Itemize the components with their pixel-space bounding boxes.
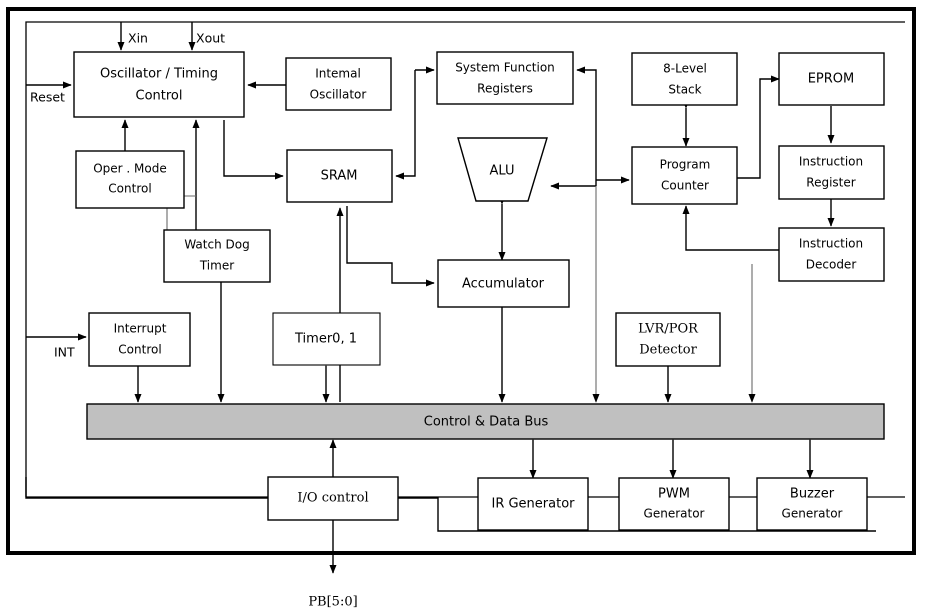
wire-sram-to-accum [346,206,435,287]
wire-io-left [25,477,268,499]
block-buzzer-generator[interactable]: Buzzer Generator [756,477,868,531]
core-inner-boundary [25,21,700,497]
wire-pc-bus-to-sfr [576,66,597,186]
pin-label-xout: Xout [196,31,225,46]
block-label: Stack [668,83,701,97]
block-label: Timer0, 1 [294,332,357,347]
block-eprom[interactable]: EPROM [778,52,885,106]
chip-outer-frame [6,7,916,555]
block-label: Generator [782,507,843,521]
block-label: Counter [661,179,709,193]
block-control-data-bus[interactable]: Control & Data Bus [86,403,885,440]
block-lvr-por-detector[interactable]: LVR/POR Detector [615,312,721,367]
pin-label-reset: Reset [30,90,65,105]
block-watch-dog-timer[interactable]: Watch Dog Timer [163,229,271,283]
block-io-control[interactable]: I/O control [267,476,399,521]
block-interrupt-control[interactable]: Interrupt Control [88,312,191,367]
block-label: PWM [658,487,690,502]
block-instruction-register[interactable]: Instruction Register [778,145,885,200]
block-label: Registers [477,82,533,96]
block-label: Control [108,182,151,196]
block-accumulator[interactable]: Accumulator [437,259,570,308]
block-label: System Function [455,61,555,75]
pin-label-xin: Xin [128,31,148,46]
block-label: Generator [644,507,705,521]
block-label: Buzzer [790,487,835,502]
block-label: Program [660,158,711,172]
block-label: SRAM [321,169,358,184]
block-timer0-1[interactable]: Timer0, 1 [272,312,381,366]
wire-sfr-to-sram [395,70,416,180]
wire-osc-to-sram [223,120,284,180]
block-label: 8-Level [663,62,707,76]
block-label: Watch Dog [184,238,249,252]
block-label: Oper . Mode [93,162,167,176]
block-oper-mode-control[interactable]: Oper . Mode Control [75,150,185,209]
block-label: Control [136,89,183,104]
block-label: IR Generator [491,497,575,512]
block-label: Detector [639,343,697,358]
block-label: LVR/POR [638,322,699,337]
block-label: ALU [489,164,514,179]
block-sram[interactable]: SRAM [286,149,393,203]
block-ir-generator[interactable]: IR Generator [477,477,589,531]
block-label: Accumulator [462,277,545,292]
block-label: Oscillator / Timing [100,67,218,82]
wire-io-right-step [398,497,876,532]
block-label: Interrupt [114,322,167,336]
block-label: Decoder [806,258,857,272]
bus-label: Control & Data Bus [424,415,549,430]
block-internal-oscillator[interactable]: Intemal Oscillator [285,57,392,111]
block-label: EPROM [808,72,855,87]
block-8-level-stack[interactable]: 8-Level Stack [631,52,738,106]
block-label: Register [806,176,855,190]
wire-decoder-to-pc [682,205,779,251]
block-system-function-registers[interactable]: System Function Registers [436,51,574,105]
block-alu[interactable]: ALU [457,137,548,202]
block-pwm-generator[interactable]: PWM Generator [618,477,730,531]
block-label: Intemal [315,67,361,81]
block-label: I/O control [297,491,368,506]
block-label: Instruction [799,155,863,169]
block-label: Oscillator [310,88,367,102]
block-oscillator-timing-control[interactable]: Oscillator / Timing Control [73,51,245,118]
pin-label-pb: PB[5:0] [308,595,357,610]
block-program-counter[interactable]: Program Counter [631,146,738,205]
pin-label-int: INT [54,345,75,360]
block-label: Timer [199,259,234,273]
block-instruction-decoder[interactable]: Instruction Decoder [778,227,885,282]
block-label: Instruction [799,237,863,251]
wire-pc-to-eprom [736,75,780,179]
block-label: Control [118,343,161,357]
